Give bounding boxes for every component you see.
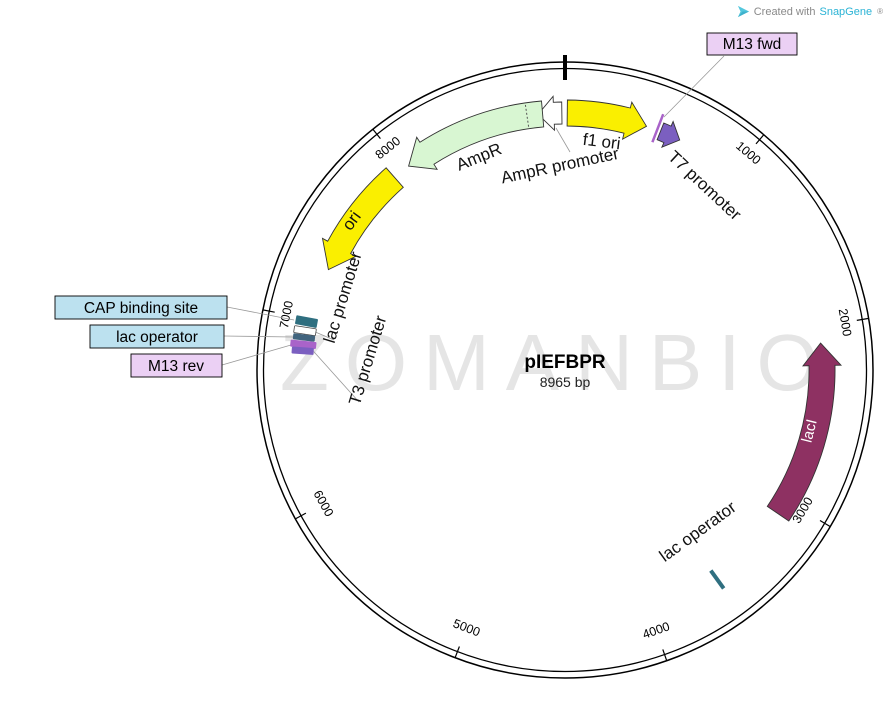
tick-label-2000: 2000 bbox=[836, 308, 854, 338]
tick-7000 bbox=[262, 309, 275, 313]
feature-m13-rev-mark[interactable] bbox=[290, 339, 317, 350]
callout-m13-fwd-label[interactable]: M13 fwd bbox=[723, 36, 782, 53]
plasmid-title: pIEFBPR bbox=[524, 352, 606, 373]
feature-ampr-promoter-label[interactable]: AmpR promoter bbox=[499, 144, 621, 188]
feature-ori-arrow[interactable] bbox=[321, 167, 404, 271]
watermark: ZOMANBIO bbox=[280, 318, 835, 407]
tick-2000 bbox=[856, 317, 869, 321]
feature-laci-arrow[interactable] bbox=[766, 342, 843, 522]
leader-ampr-promoter bbox=[555, 127, 571, 153]
credit-registered-mark: ® bbox=[877, 7, 883, 16]
callout-m13-rev-box[interactable] bbox=[130, 353, 223, 378]
callout-m13-fwd-box[interactable] bbox=[706, 32, 798, 56]
feature-lac-operator-right-mark[interactable] bbox=[709, 569, 726, 590]
tick-label-8000: 8000 bbox=[373, 134, 404, 162]
feature-m13-fwd-mark[interactable] bbox=[651, 113, 665, 143]
callout-lac-operator-label[interactable]: lac operator bbox=[116, 329, 198, 346]
feature-t7-promoter-label[interactable]: T7 promoter bbox=[664, 147, 745, 224]
leader-lac-operator-left bbox=[223, 335, 294, 338]
tick-label-7000: 7000 bbox=[277, 300, 296, 330]
feature-lac-operator-left-mark[interactable] bbox=[292, 333, 316, 342]
feature-t3-promoter-label[interactable]: T3 promoter bbox=[345, 313, 390, 407]
leader-t3-promoter bbox=[313, 351, 360, 403]
tick-label-1000: 1000 bbox=[733, 139, 763, 168]
feature-t3-promoter-mark[interactable] bbox=[291, 346, 314, 355]
tick-4000 bbox=[662, 649, 668, 661]
features bbox=[290, 95, 843, 590]
leader-m13-fwd bbox=[663, 55, 725, 118]
feature-lac-promoter-mark[interactable] bbox=[293, 325, 317, 337]
credit-prefix: Created with bbox=[753, 5, 816, 18]
tick-label-6000: 6000 bbox=[311, 488, 337, 519]
feature-lac-operator-right-label[interactable]: lac operator bbox=[656, 497, 740, 565]
credit-line: Created with SnapGene ® bbox=[737, 5, 883, 18]
leader-m13-rev bbox=[221, 344, 292, 366]
tick-8000 bbox=[372, 128, 381, 139]
feature-cap-binding-site-mark[interactable] bbox=[295, 315, 318, 328]
callout-m13-rev-label[interactable]: M13 rev bbox=[148, 358, 204, 375]
feature-ampr-arrow[interactable] bbox=[408, 100, 545, 170]
snapgene-logo-icon bbox=[737, 5, 749, 18]
feature-ampr-promoter-arrow[interactable] bbox=[537, 95, 563, 132]
credit-brand: SnapGene bbox=[819, 5, 873, 18]
tick-label-4000: 4000 bbox=[641, 619, 672, 641]
tick-3000 bbox=[819, 519, 831, 528]
callout-cap-binding-site-box[interactable] bbox=[54, 295, 228, 320]
callout-lac-operator-box[interactable] bbox=[89, 324, 225, 349]
leader-lines bbox=[221, 55, 725, 403]
leader-cap-binding-site bbox=[226, 306, 295, 321]
feature-laci-label[interactable]: lacI bbox=[799, 418, 821, 445]
tick-1000 bbox=[755, 134, 765, 145]
tick-5000 bbox=[454, 646, 460, 658]
callout-boxes: M13 fwd CAP binding site lac operator M1… bbox=[54, 32, 798, 378]
plasmid-size: 8965 bp bbox=[540, 374, 591, 390]
tick-label-5000: 5000 bbox=[451, 616, 482, 639]
tick-6000 bbox=[295, 512, 307, 520]
feature-f1-ori-arrow[interactable] bbox=[566, 99, 648, 140]
feature-t7-promoter-arrow[interactable] bbox=[656, 120, 681, 149]
feature-lac-promoter-label[interactable]: lac promoter bbox=[320, 249, 366, 345]
callout-cap-binding-site-label[interactable]: CAP binding site bbox=[84, 300, 198, 317]
feature-f1-ori-label[interactable]: f1 ori bbox=[582, 130, 622, 153]
leader-lac-promoter bbox=[315, 331, 335, 341]
